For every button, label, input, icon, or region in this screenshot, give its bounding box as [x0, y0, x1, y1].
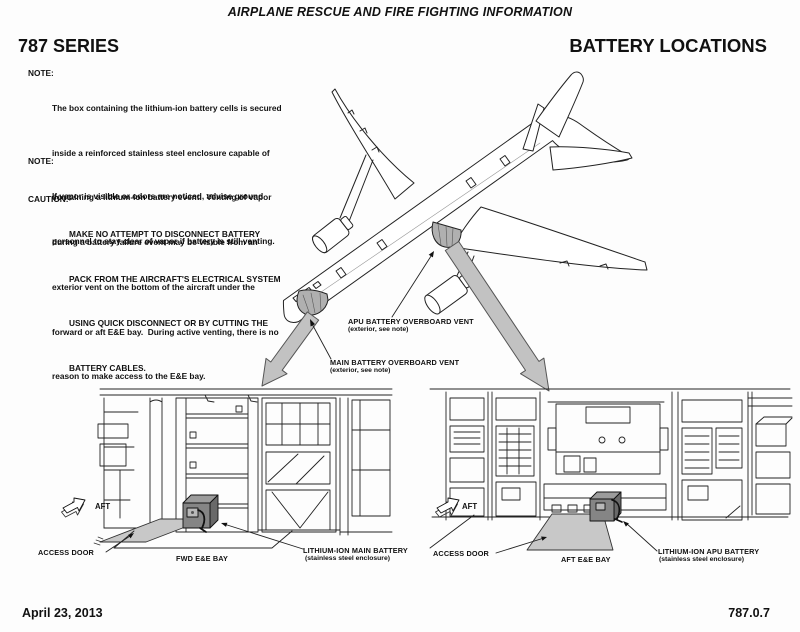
aft-access-door-panel — [526, 513, 614, 551]
detail-arrows — [261, 241, 550, 392]
aft-direction-icon-fwd — [61, 497, 86, 518]
apu-battery-vent-marker — [431, 221, 462, 248]
note2-line: personnel to stay clear of vapor if batt… — [52, 235, 275, 246]
caution-text: MAKE NO ATTEMPT TO DISCONNECT BATTERY PA… — [69, 194, 281, 409]
aft-battery-box — [589, 491, 623, 523]
note1-line: inside a reinforced stainless steel encl… — [52, 147, 270, 158]
far-stabilizer — [522, 103, 545, 152]
section-title: BATTERY LOCATIONS — [569, 35, 767, 56]
door-outlines — [335, 155, 511, 279]
fwd-battery-sublabel: (stainless steel enclosure) — [305, 554, 390, 562]
far-engine — [311, 216, 354, 254]
aft-battery-label: LITHIUM-ION APU BATTERY — [658, 547, 760, 556]
caution-line: MAKE NO ATTEMPT TO DISCONNECT BATTERY — [69, 229, 261, 239]
fwd-access-door-label: ACCESS DOOR — [38, 548, 94, 557]
arrow-to-fwd-bay — [261, 311, 320, 387]
fwd-battery-label: LITHIUM-ION MAIN BATTERY — [303, 546, 408, 555]
vent-leader-lines — [310, 251, 434, 360]
arrow-to-aft-bay — [444, 241, 550, 392]
footer-doc-number: 787.0.7 — [728, 606, 770, 620]
note1-line: The box containing the lithium-ion batte… — [52, 103, 282, 113]
caution-label: CAUTION: — [28, 194, 69, 204]
vertical-fin — [535, 71, 584, 138]
main-battery-vent-marker — [296, 289, 329, 316]
aft-aft-direction-label: AFT — [462, 502, 478, 511]
far-wing — [331, 88, 415, 200]
main-vent-sublabel: (exterior, see note) — [330, 366, 391, 374]
fwd-bay-line-art — [61, 388, 393, 553]
note1-text: The box containing the lithium-ion batte… — [52, 68, 282, 417]
note1-line: exterior vent on the bottom of the aircr… — [52, 281, 255, 292]
note1-line: containing a lithium-ion battery event. … — [52, 192, 272, 203]
fwd-bay-name-label: FWD E&E BAY — [176, 554, 229, 563]
note1-line: during a battery failure event may be vi… — [52, 237, 258, 248]
note2-text: If vapor is visible or odors are noticed… — [52, 156, 275, 281]
note2-label: NOTE: — [28, 156, 54, 166]
document-title: AIRPLANE RESCUE AND FIRE FIGHTING INFORM… — [227, 5, 573, 19]
caution-line: USING QUICK DISCONNECT OR BY CUTTING THE — [69, 318, 268, 329]
aft-battery-sublabel: (stainless steel enclosure) — [659, 555, 744, 563]
aft-bay-name-label: AFT E&E BAY — [561, 555, 611, 564]
main-vent-label: MAIN BATTERY OVERBOARD VENT — [330, 358, 460, 367]
aft-access-door-label: ACCESS DOOR — [433, 549, 489, 558]
note1-line: forward or aft E&E bay. During active ve… — [52, 326, 279, 337]
airplane-line-art — [282, 71, 648, 323]
footer-date: April 23, 2013 — [22, 606, 103, 620]
aft-direction-icon-aft — [435, 497, 460, 518]
caution-line: BATTERY CABLES. — [69, 363, 146, 374]
series-title: 787 SERIES — [18, 36, 120, 56]
note2-line: If vapor is visible or odors are noticed… — [52, 191, 264, 201]
fwd-battery-box — [182, 494, 219, 533]
apu-vent-label: APU BATTERY OVERBOARD VENT — [348, 317, 474, 326]
apu-vent-sublabel: (exterior, see note) — [348, 325, 409, 333]
note1-label: NOTE: — [28, 68, 54, 78]
note1-line: reason to make access to the E&E bay. — [52, 371, 206, 382]
caution-line: PACK FROM THE AIRCRAFT'S ELECTRICAL SYST… — [69, 273, 281, 284]
aft-bay-line-art — [429, 388, 793, 554]
near-wing — [452, 206, 648, 271]
near-stabilizer — [549, 146, 633, 171]
fwd-aft-direction-label: AFT — [95, 502, 111, 511]
